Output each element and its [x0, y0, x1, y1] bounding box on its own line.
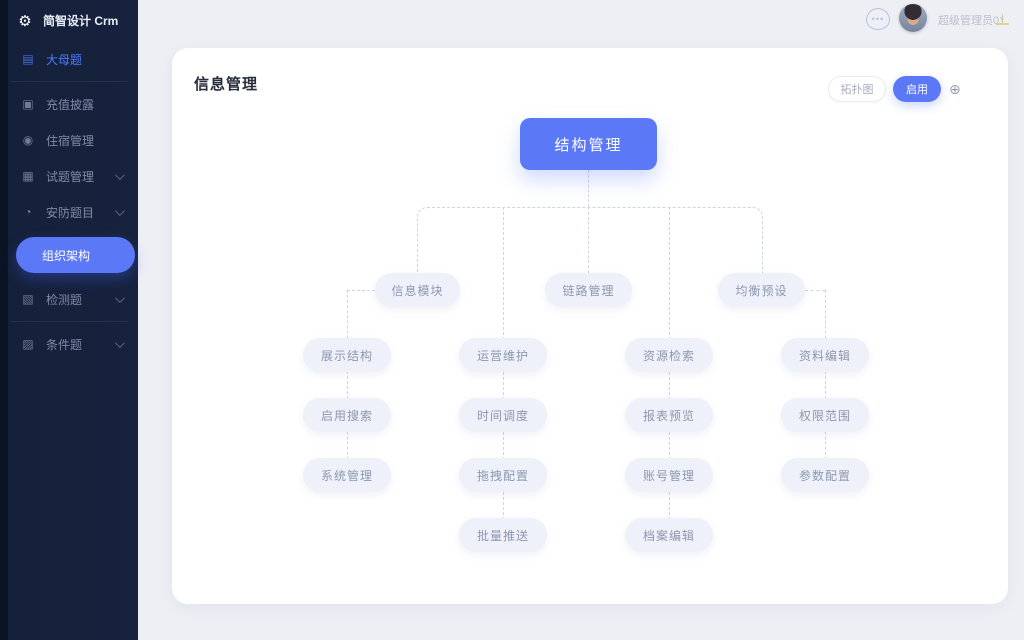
app-logo: ⚙ 简智设计 Crm [0, 0, 138, 41]
sidebar-item-label: 试题管理 [46, 169, 95, 184]
org-node[interactable]: 拖拽配置 [459, 458, 547, 492]
chevron-down-icon [114, 337, 125, 348]
sidebar-item-recharge[interactable]: ▣ 充值披露 [0, 86, 138, 122]
chat-bubble-icon[interactable]: ••• [866, 8, 890, 30]
doc-icon: ▧ [22, 292, 34, 306]
folder-icon: ▨ [22, 337, 34, 351]
sidebar-item-label: 条件题 [46, 337, 83, 352]
page-title: 信息管理 [194, 76, 259, 93]
sidebar-divider [10, 321, 128, 322]
sidebar: ⚙ 简智设计 Crm ▤ 大母题 ▣ 充值披露 ◉ 住宿管理 ▦ 试题管理 ◔ 安防题目组织架构 ▧… [0, 0, 138, 640]
sidebar-item-condition[interactable]: ▨ 条件题 [0, 326, 138, 362]
sidebar-item-label: 组织架构 [42, 248, 91, 263]
org-node[interactable]: 信息模块 [375, 273, 460, 307]
username[interactable]: 超级管理员01 [938, 15, 1006, 27]
org-node[interactable]: 时间调度 [459, 398, 547, 432]
topology-button[interactable]: 拓扑图 [828, 76, 886, 102]
sidebar-item-lodging[interactable]: ◉ 住宿管理 [0, 122, 138, 158]
download-icon[interactable]: ↓ [996, 9, 1009, 25]
connector-line [588, 170, 589, 207]
org-node[interactable]: 资源检索 [625, 338, 713, 372]
chevron-down-icon [114, 205, 125, 216]
sidebar-divider [10, 81, 128, 82]
org-node[interactable]: 链路管理 [545, 273, 632, 307]
sidebar-item-label: 检测题 [46, 292, 83, 307]
org-node[interactable]: 运营维护 [459, 338, 547, 372]
org-node[interactable]: 权限范围 [781, 398, 869, 432]
sidebar-item-question-mgmt[interactable]: ▦ 试题管理 [0, 158, 138, 194]
org-column: 运营维护时间调度拖拽配置批量推送 [459, 207, 547, 578]
org-node[interactable]: 批量推送 [459, 518, 547, 552]
sidebar-item-main-board[interactable]: ▤ 大母题 [0, 41, 138, 77]
org-node[interactable]: 参数配置 [781, 458, 869, 492]
gear-icon: ⚙ [18, 12, 32, 30]
move-icon[interactable]: ⊕ [949, 81, 961, 97]
board-icon: ▤ [22, 52, 34, 66]
org-node[interactable]: 展示结构 [303, 338, 391, 372]
org-node[interactable]: 资料编辑 [781, 338, 869, 372]
sidebar-item-org-structure[interactable]: 组织架构 [16, 237, 135, 273]
sidebar-menu: ▤ 大母题 ▣ 充值披露 ◉ 住宿管理 ▦ 试题管理 ◔ 安防题目组织架构 ▧ 检测题 ▨ 条件题 [0, 41, 138, 362]
sidebar-item-detection[interactable]: ▧ 检测题 [0, 281, 138, 317]
org-column: 展示结构启用搜索系统管理 [303, 290, 391, 518]
sidebar-item-label: 大母题 [46, 52, 83, 67]
chevron-down-icon [114, 292, 125, 303]
avatar[interactable] [899, 4, 927, 32]
clock-icon: ◔ [24, 205, 32, 219]
sidebar-item-label: 安防题目 [46, 205, 95, 220]
org-node[interactable]: 档案编辑 [625, 518, 713, 552]
content-card: 信息管理 拓扑图 启用 ⊕ 结构管理 信息模块 链路管理 均衡预设 展示结构启用搜索… [172, 48, 1008, 604]
enable-button[interactable]: 启用 [893, 76, 941, 102]
archive-icon: ▣ [22, 97, 34, 111]
org-node[interactable]: 账号管理 [625, 458, 713, 492]
org-node[interactable]: 报表预览 [625, 398, 713, 432]
chevron-down-icon [114, 169, 125, 180]
org-node[interactable]: 系统管理 [303, 458, 391, 492]
sidebar-item-label: 住宿管理 [46, 133, 95, 148]
sidebar-item-label: 充值披露 [46, 97, 95, 112]
org-node[interactable]: 均衡预设 [718, 273, 805, 307]
org-node[interactable]: 启用搜索 [303, 398, 391, 432]
connector-line [805, 290, 825, 291]
user-icon: ◉ [22, 133, 34, 147]
connector-line [417, 207, 763, 274]
sidebar-item-security[interactable]: ◔ 安防题目 [0, 194, 138, 230]
grid-icon: ▦ [22, 169, 34, 183]
org-column: 资源检索报表预览账号管理档案编辑 [625, 207, 713, 578]
app-logo-text: 简智设计 Crm [43, 14, 119, 28]
org-root-node[interactable]: 结构管理 [520, 118, 657, 170]
connector-line [347, 290, 375, 291]
org-column: 资料编辑权限范围参数配置 [781, 290, 869, 518]
connector-line [588, 207, 589, 273]
